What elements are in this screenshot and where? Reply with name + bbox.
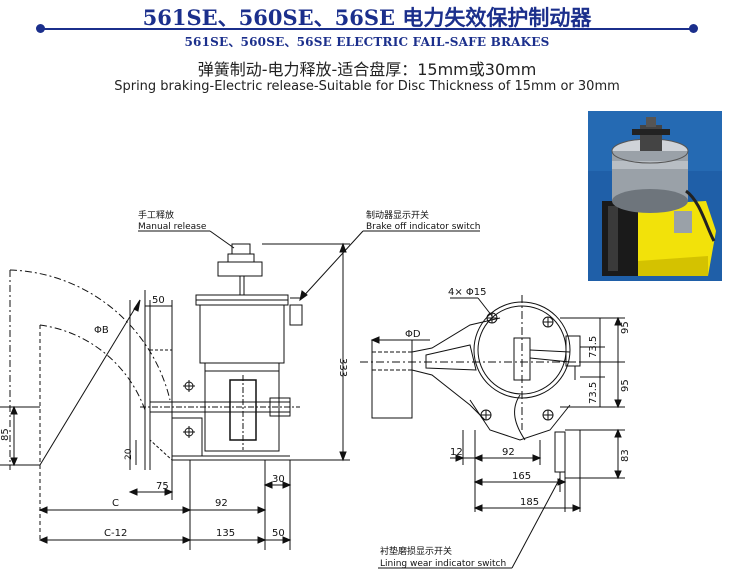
indicator-switch-label-en: Brake off indicator switch xyxy=(366,222,480,232)
wear-switch-label-en: Lining wear indicator switch xyxy=(380,559,506,569)
dim-20: 20 xyxy=(124,448,134,460)
dim-73-5-top: 73.5 xyxy=(588,336,599,358)
dim-30: 30 xyxy=(272,474,285,485)
dim-333: 333 xyxy=(337,358,348,377)
description-chinese: 弹簧制动-电力释放-适合盘厚：15mm或30mm xyxy=(197,60,537,79)
title-dot-right xyxy=(689,24,698,33)
description-english: Spring braking-Electric release-Suitable… xyxy=(114,79,620,94)
indicator-switch-label-cn: 制动器显示开关 xyxy=(366,209,429,221)
title-bar: 561SE、560SE、56SE 电力失效保护制动器 xyxy=(0,0,734,33)
dim-holes: 4× Φ15 xyxy=(448,287,487,298)
dim-165: 165 xyxy=(512,471,531,482)
dim-185: 185 xyxy=(520,497,539,508)
page-title: 561SE、560SE、56SE 电力失效保护制动器 xyxy=(142,5,592,30)
dim-phi-d: ΦD xyxy=(405,329,421,340)
wear-switch-label-cn: 衬垫磨损显示开关 xyxy=(380,545,452,557)
dim-83: 83 xyxy=(620,449,631,462)
dim-95-bottom: 95 xyxy=(620,379,631,392)
dim-75: 75 xyxy=(156,481,169,492)
dim-135: 135 xyxy=(216,528,235,539)
dim-phi-b: ΦB xyxy=(94,325,109,336)
manual-release-label-en: Manual release xyxy=(138,222,207,232)
dim-95-top: 95 xyxy=(620,321,631,334)
dim-12: 12 xyxy=(450,447,463,458)
dim-92-left: 92 xyxy=(215,498,228,509)
dim-50-top: 50 xyxy=(152,295,165,306)
dim-73-5-bottom: 73.5 xyxy=(588,382,599,404)
product-photo xyxy=(588,111,722,281)
disc-outline-arc xyxy=(9,269,171,401)
dim-c: C xyxy=(112,498,119,509)
dim-c-12: C-12 xyxy=(104,528,127,539)
dim-50-bottom: 50 xyxy=(272,528,285,539)
manual-release-label-cn: 手工释放 xyxy=(138,209,174,221)
dim-85: 85 xyxy=(0,428,11,441)
title-underline xyxy=(40,28,694,30)
dim-92-right: 92 xyxy=(502,447,515,458)
subtitle-english: 561SE、560SE、56SE ELECTRIC FAIL-SAFE BRAK… xyxy=(184,35,550,49)
